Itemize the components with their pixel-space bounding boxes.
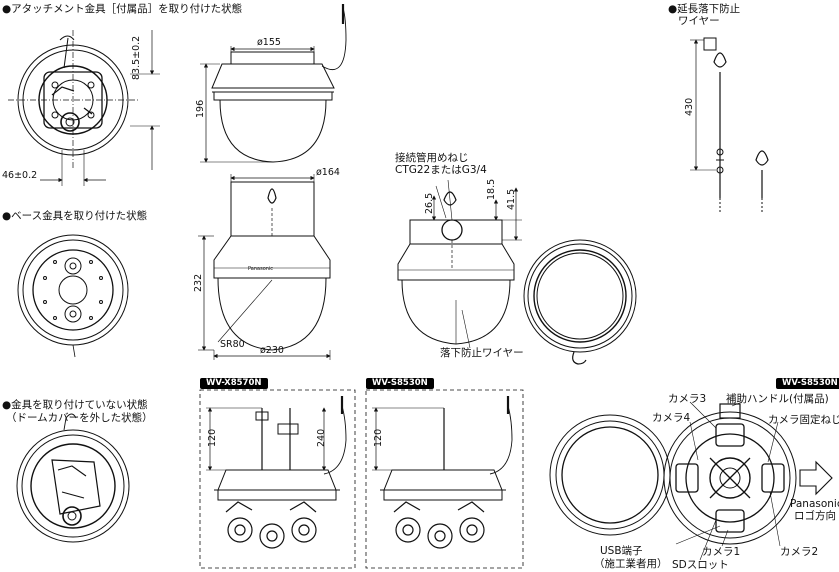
camera-bottom-view [549,401,833,561]
heading-base: ●ベース金具を取り付けた状態 [2,210,148,222]
callout-conduit-spec: CTG22またはG3/4 [395,164,487,176]
dim-sr80: SR80 [220,339,245,350]
heading-extension: ●延長落下防止 [668,3,741,15]
dim-83-5: 83.5±0.2 [131,35,142,80]
no-bracket-top-view [16,413,130,543]
dim-26-5: 26.5 [424,192,435,214]
base-top-view [17,234,129,358]
heading-attachment: ●アタッチメント金具［付属品］を取り付けた状態 [2,3,243,15]
callout-camera1: カメラ1 [702,546,741,558]
side-view-attachment [200,4,347,163]
dim-120-x8570n: 120 [207,428,218,447]
dim-230: ø230 [260,345,284,356]
callout-fix-screw: カメラ固定ねじ [768,414,839,426]
side-view-base [198,174,331,360]
callout-panasonic: Panasonic [790,498,839,510]
callout-camera4: カメラ4 [652,412,691,424]
x8570n-panel [199,389,356,569]
callout-logo-direction: ロゴ方向 [794,510,836,522]
attachment-top-view [8,30,160,186]
extension-wire-drawing [690,37,769,212]
callout-conduit: 接続管用めねじ [395,152,469,164]
side-cut-view [397,179,522,345]
s8530n-panel [365,389,524,569]
dim-18-5: 18.5 [486,178,497,200]
callout-handle: 補助ハンドル(付属品) [726,393,829,405]
heading-extension-sub: ワイヤー [678,15,720,27]
heading-no-bracket: ●金具を取り付けていない状態 [2,399,148,411]
dim-41-5: 41.5 [506,188,517,210]
callout-drop-wire: 落下防止ワイヤー [440,347,524,359]
dim-46: 46±0.2 [2,170,38,181]
model-tag-s8530n: WV-S8530N [366,378,434,389]
callout-camera2: カメラ2 [780,546,819,558]
callout-usb-note: （施工業者用） [594,558,668,570]
dim-196: 196 [195,99,206,118]
dim-232: 232 [193,273,204,292]
brand-mark-small: Panasonic [248,266,273,272]
callout-usb: USB端子 [600,545,643,557]
callout-camera3: カメラ3 [668,393,707,405]
model-tag-s8530n-bottom: WV-S8530N [776,378,839,389]
model-tag-x8570n: WV-X8570N [200,378,268,389]
dim-430: 430 [684,97,695,116]
dim-164: ø164 [316,167,340,178]
dim-120-s8530n: 120 [373,428,384,447]
callout-sd: SDスロット [672,559,729,571]
dim-240: 240 [316,428,327,447]
dim-155: ø155 [257,37,281,48]
dome-cover-view [523,239,637,365]
heading-no-bracket-sub: （ドームカバーを外した状態） [6,412,153,424]
